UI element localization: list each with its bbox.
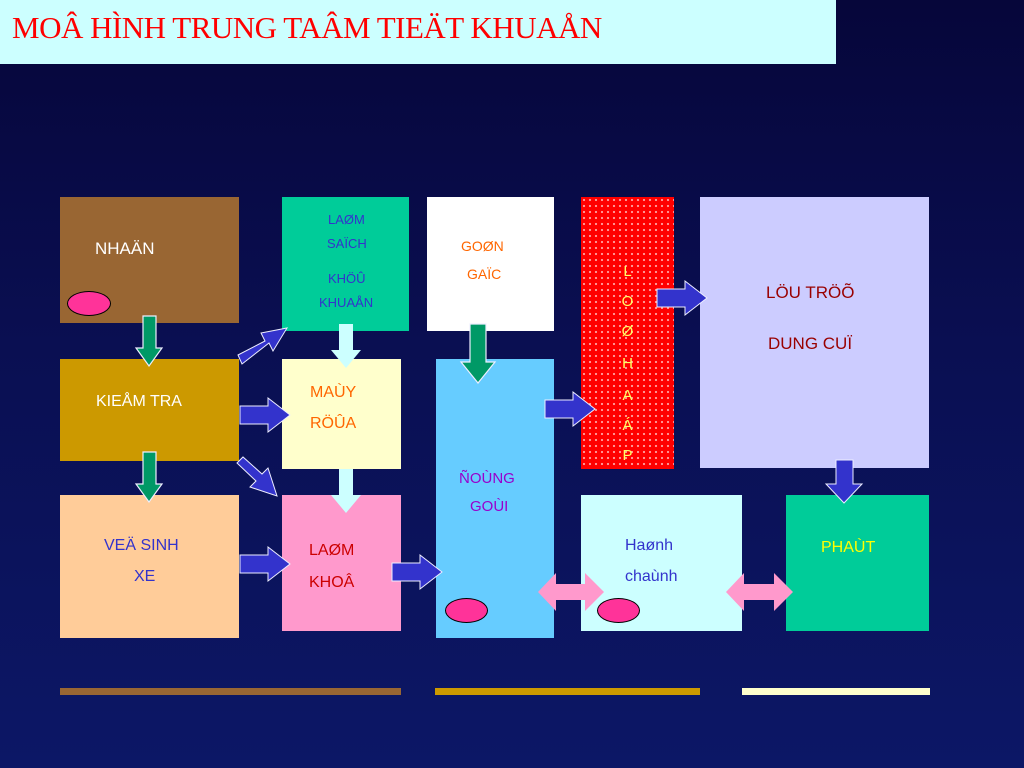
marker-ellipse [67,291,111,316]
arrow-dong-goi-hanh-chanh [538,573,604,611]
lo-hap-char-6: Á [622,417,633,434]
arrow-kiem-tra-to-lam-sach [237,327,289,365]
lo-hap-char-1: L [623,263,632,280]
arrow-lam-sach-to-may-rua [331,324,361,368]
lo-hap-char-7: P [622,447,633,464]
diagram-title: MOÂ HÌNH TRUNG TAÂM TIEÄT KHUAÅN [12,10,602,45]
box-dong-goi: ÑOÙNG GOÙI [436,359,554,638]
box-hanh-chanh-line1: Haønh [625,537,674,554]
box-lam-kho-line1: LAØM [309,542,355,559]
box-lam-kho: LAØM KHOÂ [282,495,401,631]
arrow-kiem-tra-to-may-rua [239,396,291,434]
box-luu-tru: LÖU TRÖÕ DUNG CUÏ [700,197,929,468]
box-lam-kho-line2: KHOÂ [309,574,355,591]
box-kiem-tra: KIEÅM TRA [60,359,239,461]
arrow-goi-to-dong-goi [459,323,497,384]
box-lam-sach-line2: SAÏCH [327,236,367,251]
box-ve-sinh-line1: VEÄ SINH [104,537,179,554]
lo-hap-char-2: O [621,293,634,310]
bottom-bar-cream [742,688,930,695]
box-ve-sinh: VEÄ SINH XE [60,495,239,638]
box-hanh-chanh-line2: chaùnh [625,568,678,585]
lo-hap-char-3: Ø [621,323,634,340]
marker-ellipse [445,598,488,623]
title-box: MOÂ HÌNH TRUNG TAÂM TIEÄT KHUAÅN [0,0,836,64]
bottom-bar-brown [60,688,401,695]
arrow-kiem-tra-to-ve-sinh [134,451,164,504]
box-nhan-label: NHAÄN [95,239,155,258]
box-lam-sach-line1: LAØM [328,212,365,227]
box-may-rua-line2: RÖÛA [310,415,357,432]
box-goi: GOØN GAÏC [427,197,554,331]
lo-hap-char-5: A [622,387,633,404]
box-luu-tru-line1: LÖU TRÖÕ [766,283,855,302]
box-ve-sinh-line2: XE [134,568,156,585]
box-may-rua-line1: MAÙY [310,384,357,401]
arrow-lam-kho-to-dong-goi [391,553,443,591]
box-dong-goi-line1: ÑOÙNG [459,470,515,487]
bottom-bar-gold [435,688,700,695]
lo-hap-char-4: H [622,355,633,372]
box-lam-sach-line4: KHUAÅN [319,295,374,310]
arrow-kiem-tra-to-lam-kho [236,456,278,497]
arrow-lo-hap-to-luu-tru [656,279,708,317]
box-luu-tru-line2: DUNG CUÏ [768,334,853,353]
box-goi-line2: GAÏC [467,266,502,282]
box-goi-line1: GOØN [461,238,504,254]
box-phat-label: PHAÙT [821,539,876,556]
box-lam-sach: LAØM SAÏCH KHÖÛ KHUAÅN [282,197,409,331]
box-kiem-tra-label: KIEÅM TRA [96,393,182,410]
box-dong-goi-line2: GOÙI [470,498,509,515]
arrow-dong-goi-to-lo-hap [544,390,596,428]
arrow-nhan-to-kiem-tra [134,315,164,368]
arrow-luu-tru-to-phat [824,459,864,504]
arrow-hanh-chanh-phat [726,573,793,611]
box-lo-hap: L O Ø H A Á P [581,197,674,469]
box-phat: PHAÙT [786,495,929,631]
box-lam-sach-line3: KHÖÛ [328,271,366,286]
box-may-rua: MAÙY RÖÛA [282,359,401,469]
arrow-ve-sinh-to-lam-kho [239,545,291,583]
arrow-may-rua-to-lam-kho [331,469,361,513]
marker-ellipse [597,598,640,623]
